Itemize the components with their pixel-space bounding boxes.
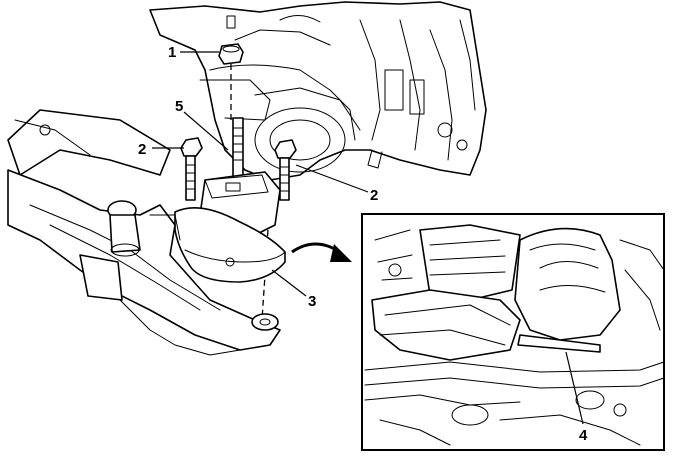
mount-bolt-left <box>180 137 203 201</box>
subframe <box>7 109 281 356</box>
callout-2-right: 2 <box>370 187 378 204</box>
callout-3: 3 <box>308 293 316 310</box>
detail-inset <box>361 213 665 451</box>
view-arrow <box>291 242 352 262</box>
engine-block <box>149 1 487 181</box>
callout-4: 4 <box>579 427 588 444</box>
callout-5: 5 <box>175 98 183 115</box>
mount-nut <box>218 15 244 120</box>
engine-mount <box>174 171 286 283</box>
leader-lines <box>152 51 584 425</box>
mount-stud <box>232 117 244 179</box>
callout-2-left: 2 <box>138 141 146 158</box>
callout-1: 1 <box>168 44 176 61</box>
